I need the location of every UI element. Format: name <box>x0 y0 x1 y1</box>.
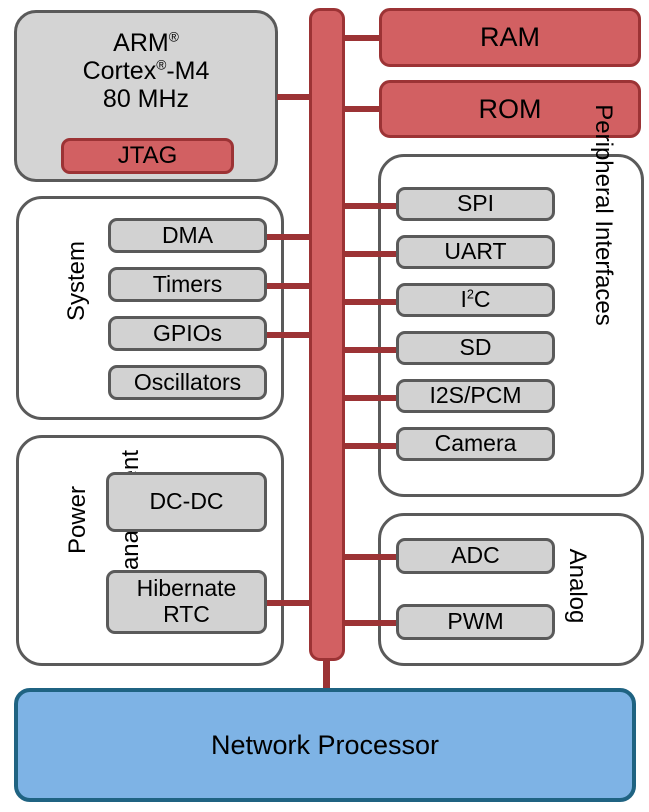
i2s-pcm-block[interactable]: I2S/PCM <box>396 379 555 413</box>
hibernate-rtc-block[interactable]: Hibernate RTC <box>106 570 267 634</box>
wire-bus-to-rom <box>344 106 380 112</box>
spi-block[interactable]: SPI <box>396 187 555 221</box>
wire-bus-to-sd <box>344 347 398 353</box>
oscillators-block[interactable]: Oscillators <box>108 365 267 400</box>
pwm-block[interactable]: PWM <box>396 604 555 640</box>
hibernate-rtc-label-line1: Hibernate <box>136 575 237 602</box>
ram-label: RAM <box>480 22 540 53</box>
network-processor-label: Network Processor <box>210 729 440 760</box>
wire-bus-to-spi <box>344 203 398 209</box>
timers-block[interactable]: Timers <box>108 267 267 302</box>
sd-block[interactable]: SD <box>396 331 555 365</box>
adc-block[interactable]: ADC <box>396 538 555 574</box>
power-management-label-line1: Power <box>64 485 92 555</box>
hibernate-rtc-label-line2: RTC <box>163 601 210 627</box>
bus-to-network-processor-stub <box>323 658 330 690</box>
dma-block[interactable]: DMA <box>108 218 267 253</box>
cpu-label-line3: 80 MHz <box>102 85 190 113</box>
dc-dc-block[interactable]: DC-DC <box>106 472 267 532</box>
uart-block[interactable]: UART <box>396 235 555 269</box>
i2s-pcm-label: I2S/PCM <box>429 382 522 409</box>
dc-dc-label: DC-DC <box>149 488 224 515</box>
network-processor-block[interactable]: Network Processor <box>14 688 636 802</box>
spi-label: SPI <box>456 190 495 217</box>
camera-block[interactable]: Camera <box>396 427 555 461</box>
peripheral-interfaces-group-label: Peripheral Interfaces <box>590 104 618 326</box>
wire-dma-to-bus <box>264 234 312 240</box>
dma-label: DMA <box>161 221 214 248</box>
wire-gpios-to-bus <box>264 332 312 338</box>
i2c-label: I2C <box>460 286 491 313</box>
rom-block[interactable]: ROM <box>379 80 641 138</box>
analog-group-label: Analog <box>564 548 592 624</box>
wire-bus-to-i2c <box>344 299 398 305</box>
wire-bus-to-camera <box>344 443 398 449</box>
uart-label: UART <box>444 238 507 265</box>
timers-label: Timers <box>152 270 223 297</box>
jtag-block[interactable]: JTAG <box>61 138 234 174</box>
i2c-block[interactable]: I2C <box>396 283 555 317</box>
rom-label: ROM <box>478 93 542 124</box>
wire-cpu-to-bus <box>277 94 312 100</box>
analog-group <box>378 513 644 666</box>
camera-label: Camera <box>434 430 517 457</box>
cpu-label-line2: Cortex®-M4 <box>82 57 210 85</box>
pwm-label: PWM <box>447 608 504 635</box>
oscillators-label: Oscillators <box>133 368 242 395</box>
ram-block[interactable]: RAM <box>379 8 641 67</box>
system-bus[interactable] <box>309 8 345 661</box>
wire-bus-to-ram <box>344 35 380 41</box>
system-group-label: System <box>62 241 90 322</box>
gpios-label: GPIOs <box>152 319 222 346</box>
jtag-label: JTAG <box>117 141 178 169</box>
adc-label: ADC <box>451 542 500 569</box>
gpios-block[interactable]: GPIOs <box>108 316 267 351</box>
wire-bus-to-pwm <box>344 620 398 626</box>
wire-bus-to-adc <box>344 554 398 560</box>
cpu-label-line1: ARM® <box>113 29 179 57</box>
sd-label: SD <box>459 334 492 361</box>
wire-timers-to-bus <box>264 283 312 289</box>
wire-bus-to-i2s-pcm <box>344 395 398 401</box>
wire-hibernate-rtc-to-bus <box>264 600 312 606</box>
wire-bus-to-uart <box>344 251 398 257</box>
